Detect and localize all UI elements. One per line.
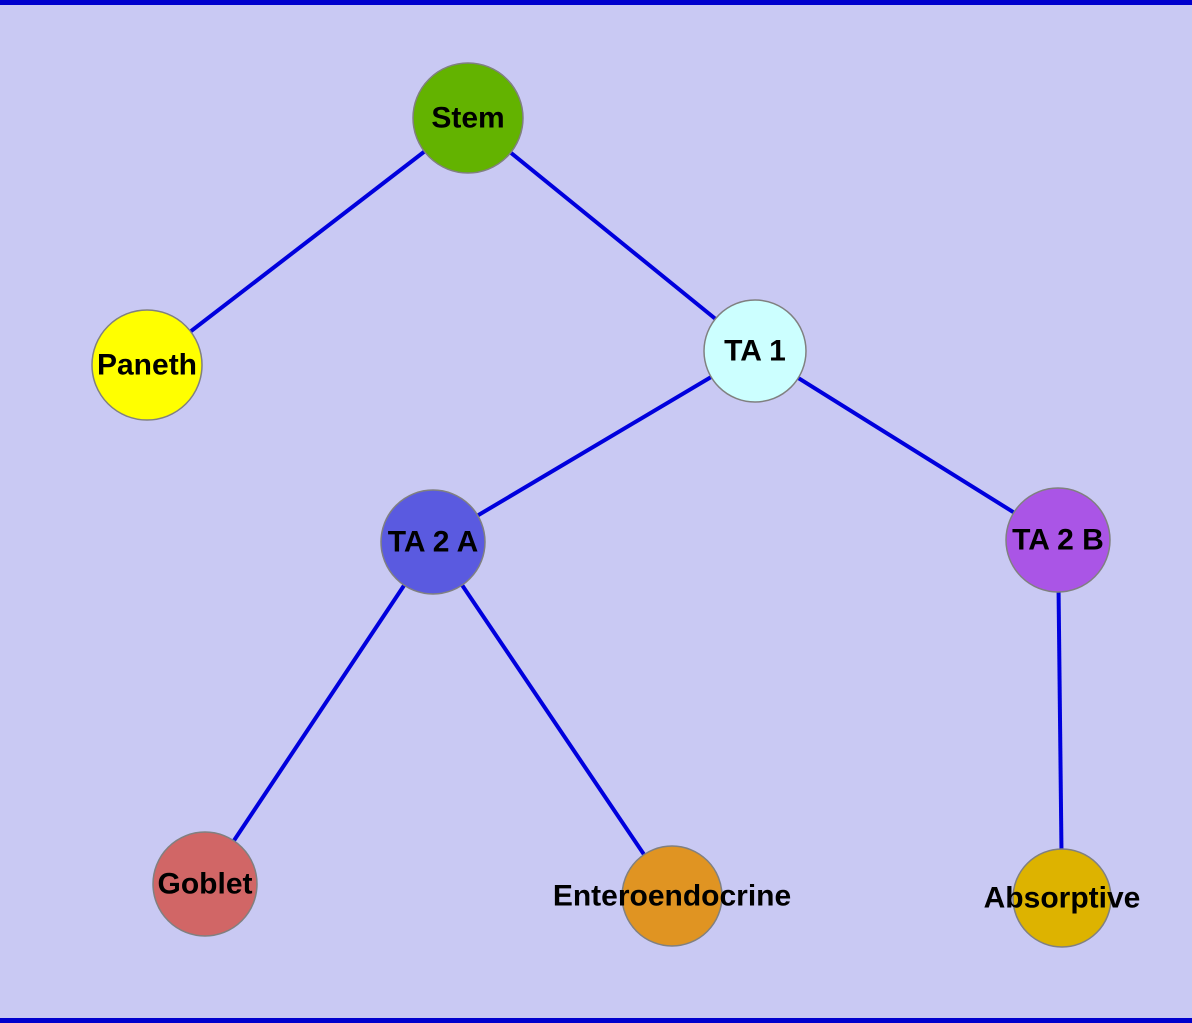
- edge-ta1-ta2a: [431, 349, 757, 544]
- node-label-goblet: Goblet: [158, 868, 253, 901]
- node-label-stem: Stem: [431, 102, 504, 135]
- node-label-absorptive: Absorptive: [984, 882, 1141, 915]
- node-ta1: [703, 299, 807, 403]
- edge-ta2a-goblet: [203, 540, 435, 886]
- node-paneth: [91, 309, 203, 421]
- node-stem: [412, 62, 524, 174]
- edge-ta2b-absorptive: [1056, 539, 1064, 899]
- node-ta2b: [1005, 487, 1111, 593]
- node-ta2a: [380, 489, 486, 595]
- node-label-paneth: Paneth: [97, 349, 197, 382]
- edge-stem-ta1: [466, 116, 757, 353]
- node-enteroendocrine: [621, 845, 723, 947]
- node-goblet: [152, 831, 258, 937]
- edge-ta1-ta2b: [753, 349, 1060, 542]
- node-label-ta2a: TA 2 A: [388, 526, 479, 559]
- edge-stem-paneth: [145, 116, 470, 367]
- edge-ta2a-enteroendocrine: [431, 540, 674, 898]
- node-label-enteroendocrine: Enteroendocrine: [553, 880, 791, 913]
- node-label-ta2b: TA 2 B: [1012, 524, 1104, 557]
- node-absorptive: [1012, 848, 1112, 948]
- node-label-ta1: TA 1: [724, 335, 786, 368]
